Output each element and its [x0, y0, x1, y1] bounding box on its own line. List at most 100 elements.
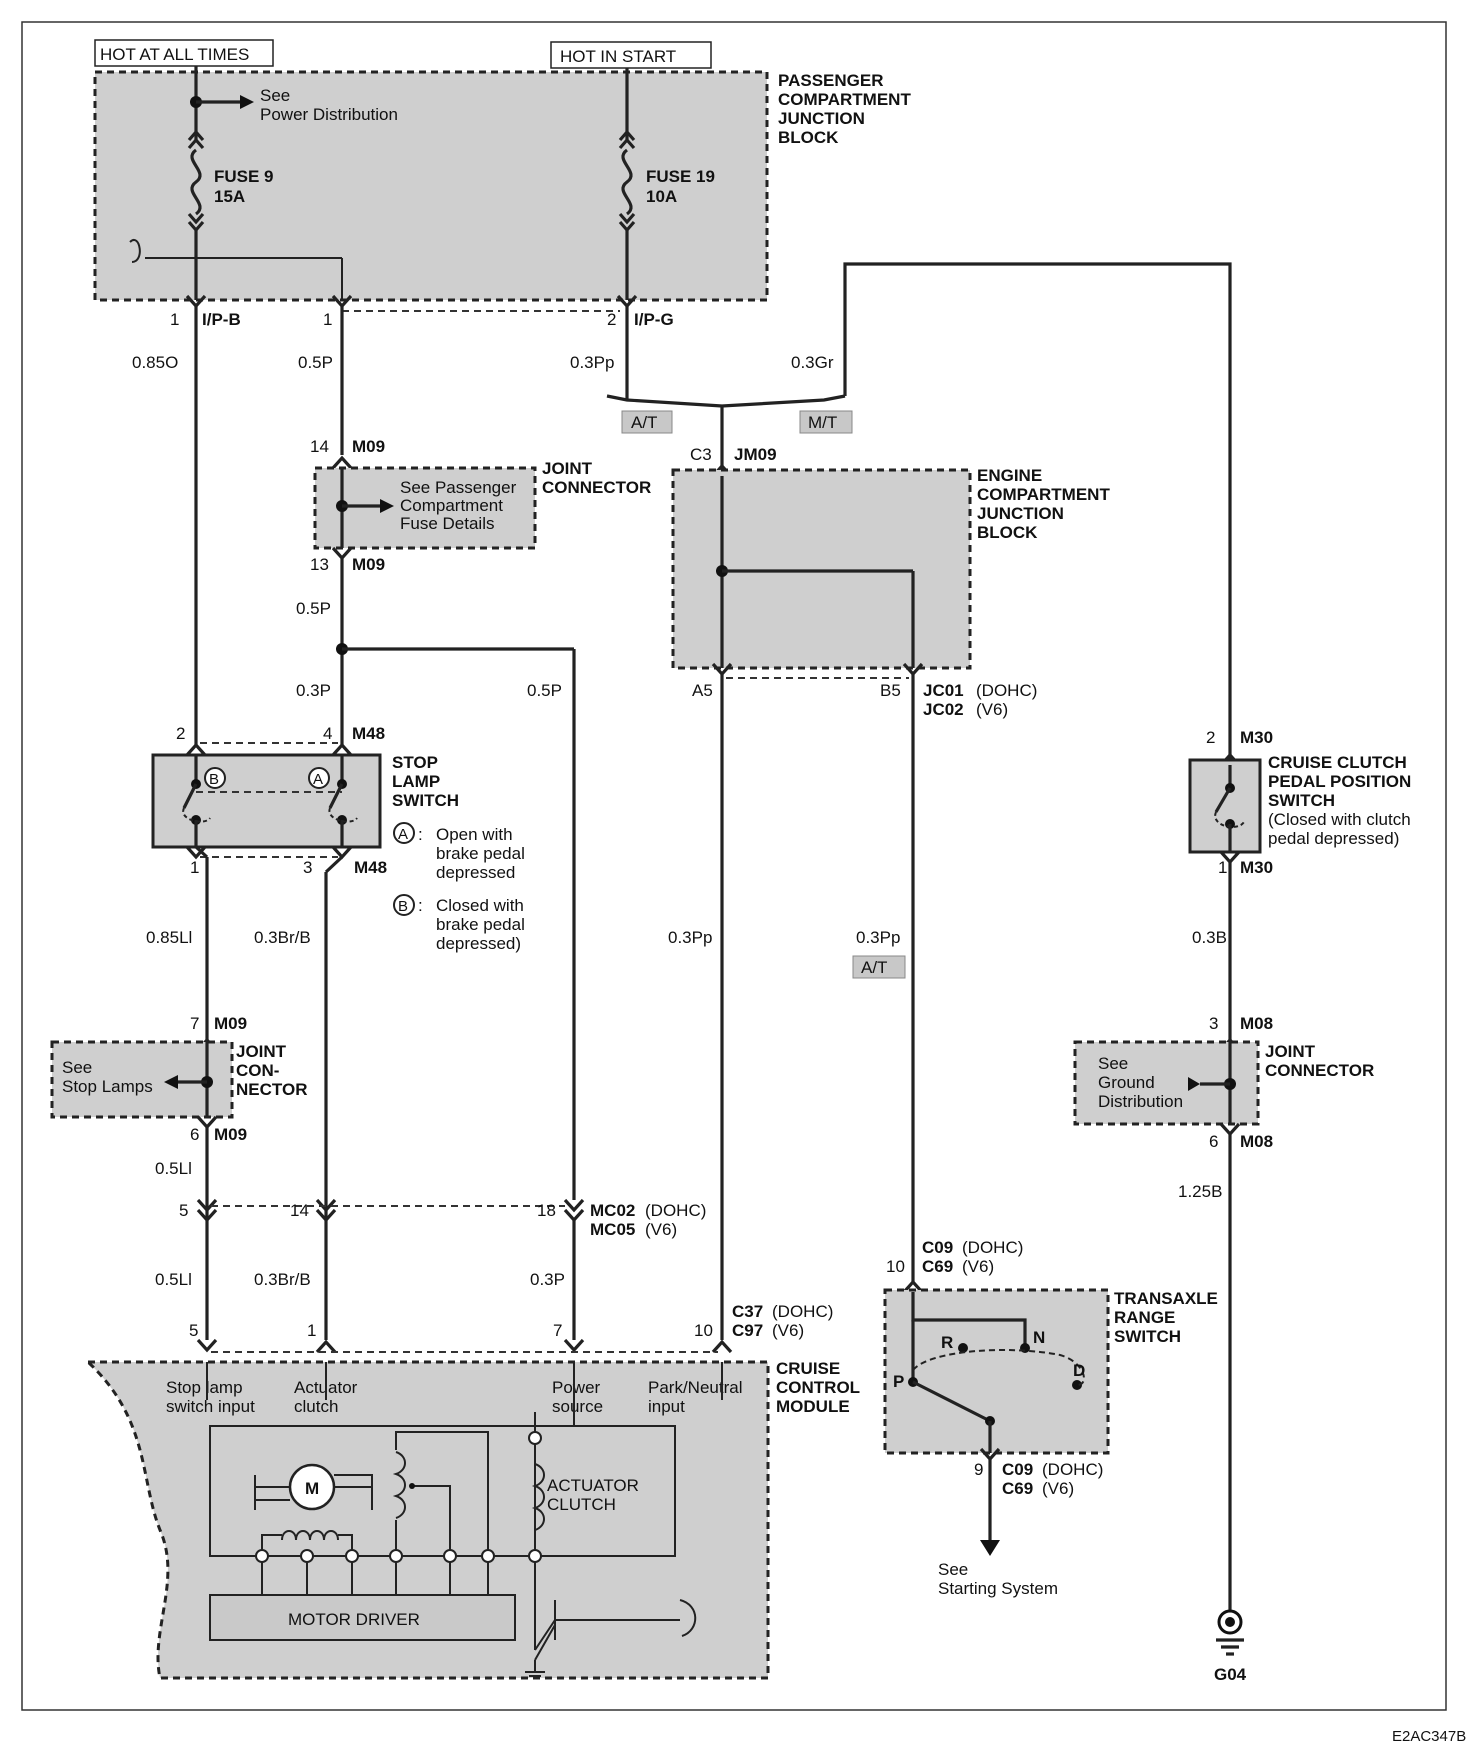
joint3-see-1: See: [1098, 1054, 1128, 1073]
note-a-3: depressed: [436, 863, 515, 882]
pcjb-label-3: JUNCTION: [778, 109, 865, 128]
note-a-2: brake pedal: [436, 844, 525, 863]
at-tag-2-label: A/T: [861, 958, 887, 977]
m30-pin-1: 1: [1218, 858, 1227, 877]
ccm-label-1: CRUISE: [776, 1359, 840, 1378]
mc-pin-14: 14: [290, 1201, 309, 1220]
trs-d: D: [1073, 1361, 1085, 1380]
stop-lamp-label-3: SWITCH: [392, 791, 459, 810]
at-tag-2: [852, 955, 906, 979]
c09-top-connector: C09: [922, 1238, 953, 1257]
ccm-input-park-1: Park/Neutral: [648, 1378, 742, 1397]
m30-top: M30: [1240, 728, 1273, 747]
note-a-letter: A: [398, 826, 408, 843]
wire-03pp-3: 0.3Pp: [856, 928, 900, 947]
jm09-pin: C3: [690, 445, 712, 464]
figure-id: E2AC347B: [1392, 1728, 1466, 1745]
note-b-2: brake pedal: [436, 915, 525, 934]
actuator-clutch-label-1: ACTUATOR: [547, 1476, 639, 1495]
c09-top-suffix: (DOHC): [962, 1238, 1023, 1257]
wire-05p-1: 0.5P: [298, 353, 333, 372]
wire-05ll-2: 0.5Ll: [155, 1270, 192, 1289]
clutch-coil-icon: [531, 1463, 545, 1531]
wire-05ll-1: 0.5Ll: [155, 1159, 192, 1178]
wire-085o: 0.85O: [132, 353, 178, 372]
ccm-input-stop-2: switch input: [166, 1397, 255, 1416]
m08-bottom: M08: [1240, 1132, 1273, 1151]
joint3-label-1: JOINT: [1265, 1042, 1316, 1061]
joint-connector-m09: [313, 466, 537, 550]
joint2-label-1: JOINT: [236, 1042, 287, 1061]
actuator-coil-icon: [392, 1451, 406, 1519]
joint1-label-2: CONNECTOR: [542, 478, 651, 497]
switch-b-letter: B: [209, 771, 219, 788]
ccm-pin-7: 7: [553, 1321, 562, 1340]
transistor-icon: [525, 1595, 697, 1677]
m48-pin-3: 3: [303, 858, 312, 877]
pcjb-label-1: PASSENGER: [778, 71, 884, 90]
passenger-compartment-junction-block: [93, 70, 769, 302]
m30-pin-2: 2: [1206, 728, 1215, 747]
note-b-1: Closed with: [436, 896, 524, 915]
c69-bottom-connector: C69: [1002, 1479, 1033, 1498]
c69-top-connector: C69: [922, 1257, 953, 1276]
motor-driver-label: MOTOR DRIVER: [288, 1610, 420, 1629]
jc02-connector: JC02: [923, 700, 964, 719]
motor-driver-block: [209, 1594, 516, 1641]
ccm-pin-10: 10: [694, 1321, 713, 1340]
switch-a-marker: [308, 767, 330, 789]
see-power-label: See: [260, 86, 290, 105]
c09-bottom-connector: C09: [1002, 1460, 1033, 1479]
m08-top: M08: [1240, 1014, 1273, 1033]
mt-tag-label: M/T: [808, 413, 837, 432]
see-start-2: Starting System: [938, 1579, 1058, 1598]
m48-top: M48: [352, 724, 385, 743]
jc01-connector: JC01: [923, 681, 964, 700]
c69-bottom-suffix: (V6): [1042, 1479, 1074, 1498]
wire-125b: 1.25B: [1178, 1182, 1222, 1201]
joint1-see-3: Fuse Details: [400, 514, 494, 533]
ccm-label-2: CONTROL: [776, 1378, 860, 1397]
m08-pin-6: 6: [1209, 1132, 1218, 1151]
joint2-see-1: See: [62, 1058, 92, 1077]
wire-03brb-2: 0.3Br/B: [254, 1270, 311, 1289]
ipg-pin: 2: [607, 310, 616, 329]
wire-03pp-1: 0.3Pp: [570, 353, 614, 372]
ecjb-label-1: ENGINE: [977, 466, 1042, 485]
m09-top: M09: [352, 437, 385, 456]
fuse-19-label: FUSE 19: [646, 167, 715, 186]
joint2-label-3: NECTOR: [236, 1080, 307, 1099]
c37-connector: C37: [732, 1302, 763, 1321]
ccm-label-3: MODULE: [776, 1397, 850, 1416]
ground-g04: G04: [1214, 1665, 1247, 1684]
hot-at-all-times-label: HOT AT ALL TIMES: [94, 39, 274, 67]
joint2-see-2: Stop Lamps: [62, 1077, 153, 1096]
wire-03p-2: 0.3P: [530, 1270, 565, 1289]
trs-p: P: [893, 1372, 904, 1391]
ipg-connector: I/P-G: [634, 310, 674, 329]
starting-system-arrow-icon: [980, 1540, 1000, 1556]
m09-pin-13: 13: [310, 555, 329, 574]
wire-05p-2: 0.5P: [296, 599, 331, 618]
transaxle-range-switch[interactable]: [883, 1288, 1110, 1455]
ecjb-label-2: COMPARTMENT: [977, 485, 1110, 504]
see-power-dist-label: Power Distribution: [260, 105, 398, 124]
ccm-pin-5: 5: [189, 1321, 198, 1340]
wire-05p-3: 0.5P: [527, 681, 562, 700]
fuse-9-label: FUSE 9: [214, 167, 274, 186]
ccm-input-stop-1: Stop lamp: [166, 1378, 243, 1397]
ecjb-pin-b5: B5: [880, 681, 901, 700]
m30-bottom: M30: [1240, 858, 1273, 877]
cruise-clutch-pedal-position-switch[interactable]: [1188, 758, 1262, 854]
joint1-see-1: See Passenger: [400, 478, 517, 497]
pcjb-label-4: BLOCK: [778, 128, 839, 147]
ccm-pin-1: 1: [307, 1321, 316, 1340]
trs-label-3: SWITCH: [1114, 1327, 1181, 1346]
trs-r: R: [941, 1333, 953, 1352]
c97-connector: C97: [732, 1321, 763, 1340]
at-tag: [621, 410, 673, 434]
cruise-clutch-note-1: (Closed with clutch: [1268, 810, 1411, 829]
m08-pin-3: 3: [1209, 1014, 1218, 1033]
m48-pin-1: 1: [190, 858, 199, 877]
